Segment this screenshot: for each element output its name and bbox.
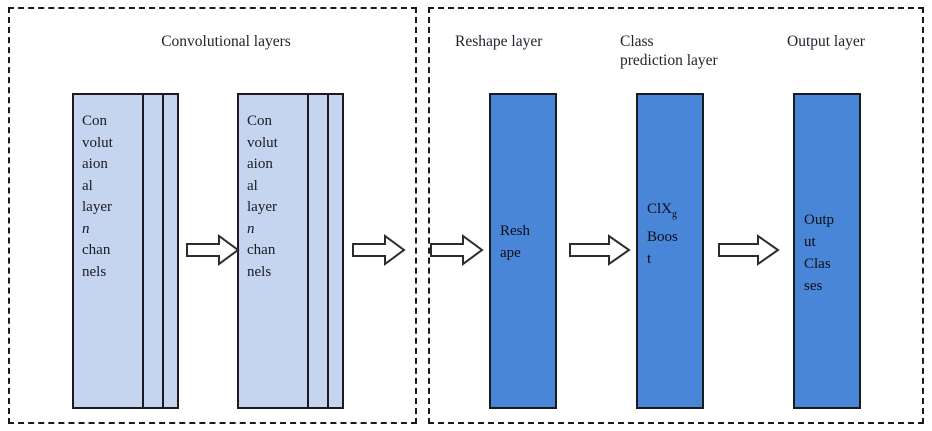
convolutional-layers-group-panel (8, 7, 417, 424)
output-classes-box[interactable]: Outp ut Clas ses (793, 93, 861, 409)
clxgboost-label-pre: ClX (647, 201, 673, 217)
conv-block-1-channels-symbol: n (82, 220, 90, 237)
conv-plate-main: Con volut aion al layer n chan nels (237, 93, 309, 409)
reshape-box-label: Resh ape (500, 223, 530, 261)
conv-block-1-label: Con volut aion al layer n chan nels (74, 111, 142, 283)
head-layers-group-panel (428, 7, 924, 424)
convolutional-layer-block-2[interactable]: Con volut aion al layer n chan nels (237, 93, 344, 409)
conv-plate-main: Con volut aion al layer n chan nels (72, 93, 144, 409)
output-layer-title: Output layer (787, 33, 865, 50)
convolutional-layers-title: Convolutional layers (161, 33, 291, 50)
reshape-layer-title: Reshape layer (455, 33, 543, 50)
reshape-box[interactable]: Resh ape (489, 93, 557, 409)
arrow-clxgboost-to-output-icon (718, 234, 780, 266)
arrow-boundary-to-reshape-icon (430, 234, 484, 266)
convolutional-layer-block-1[interactable]: Con volut aion al layer n chan nels (72, 93, 179, 409)
output-classes-box-label: Outp ut Clas ses (804, 212, 834, 294)
conv-block-2-label-tail: chan nels (247, 242, 276, 280)
conv-block-2-label-lead: Con volut aion al layer (247, 113, 278, 215)
conv-plate-strip-2 (327, 93, 344, 409)
conv-plate-strip-1 (307, 93, 329, 409)
conv-plate-strip-2 (162, 93, 179, 409)
clxgboost-label-subscript: g (672, 209, 678, 220)
conv-plate-strip-1 (142, 93, 164, 409)
arrow-conv1-to-conv2-icon (186, 234, 240, 266)
clxgboost-box-label: ClXg Boos t (638, 198, 702, 270)
arrow-reshape-to-clxgboost-icon (569, 234, 631, 266)
conv-block-2-channels-symbol: n (247, 220, 255, 237)
class-prediction-layer-title: Class prediction layer (620, 33, 718, 69)
arrow-conv2-to-boundary-icon (352, 234, 406, 266)
clxgboost-label-post: Boos t (647, 229, 678, 267)
conv-block-2-label: Con volut aion al layer n chan nels (239, 111, 307, 283)
conv-block-1-label-tail: chan nels (82, 242, 111, 280)
conv-block-1-label-lead: Con volut aion al layer (82, 113, 113, 215)
clxgboost-box[interactable]: ClXg Boos t (636, 93, 704, 409)
